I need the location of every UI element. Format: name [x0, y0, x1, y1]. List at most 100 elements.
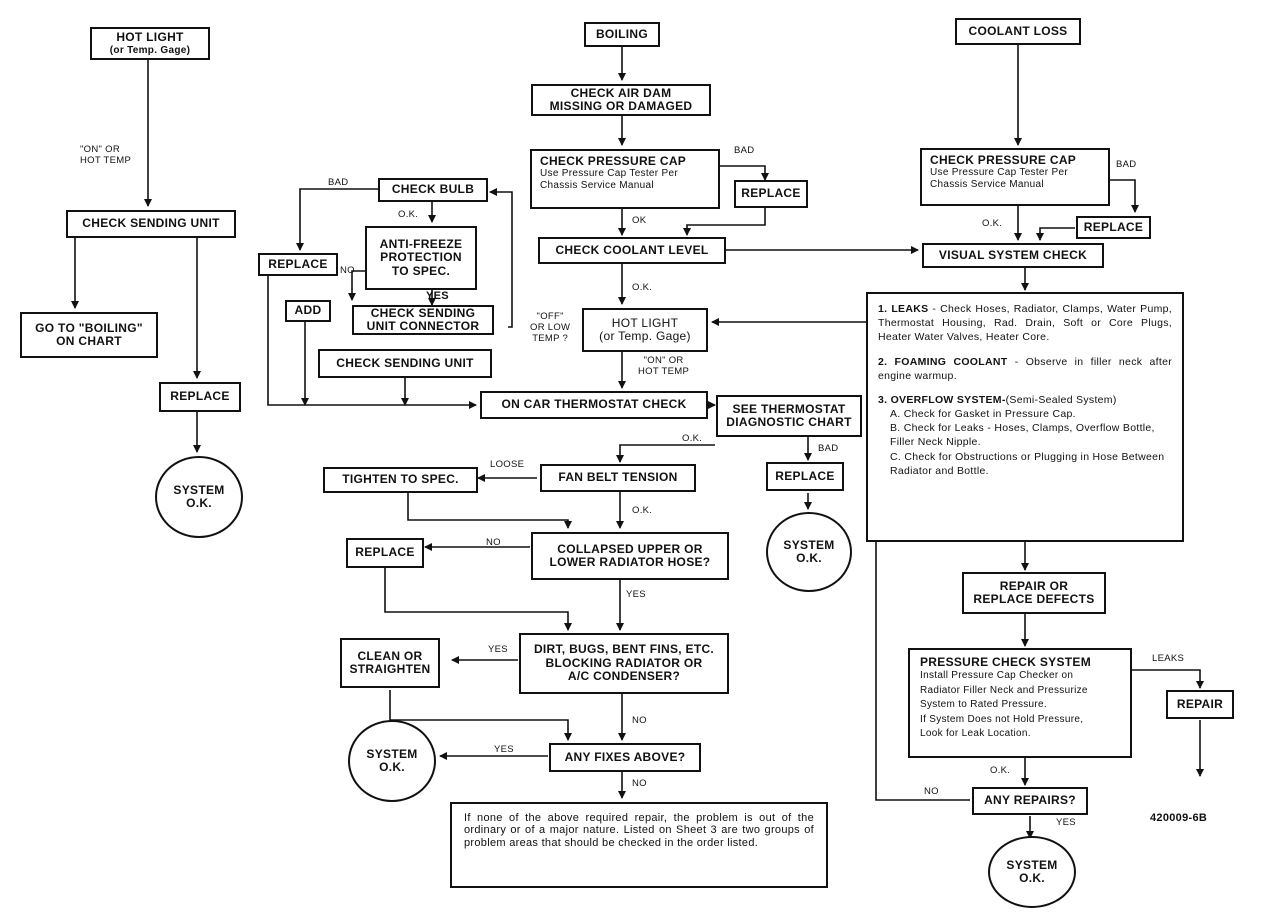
add-box: ADD [285, 300, 331, 322]
foaming-heading: 2. FOAMING COOLANT [878, 355, 1008, 368]
check-coolant-level-box: CHECK COOLANT LEVEL [538, 237, 726, 264]
boiling-box: BOILING [584, 22, 660, 47]
system-ok-label: SYSTEM O.K. [366, 746, 418, 774]
replace-sending-unit-box: REPLACE [159, 382, 241, 412]
hot-light-box: HOT LIGHT(or Temp. Gage) [90, 27, 210, 60]
bad-label: BAD [328, 177, 349, 188]
fan-belt-box: FAN BELT TENSION [540, 464, 696, 492]
air-dam-label: CHECK AIR DAM MISSING OR DAMAGED [549, 85, 693, 113]
pressure-check-sub: Install Pressure Cap Checker on Radiator… [920, 670, 1088, 740]
any-fixes-label: ANY FIXES ABOVE? [564, 749, 686, 764]
yes-label: YES [626, 589, 646, 600]
foaming-text: - Observe in filler neck after engine wa… [878, 355, 1173, 382]
bad-label: BAD [1116, 159, 1137, 170]
system-ok-circle: SYSTEM O.K. [155, 456, 243, 538]
collapsed-hose-label: COLLAPSED UPPER OR LOWER RADIATOR HOSE? [549, 541, 711, 569]
leaks-label: LEAKS [1152, 653, 1185, 664]
collapsed-hose-box: COLLAPSED UPPER OR LOWER RADIATOR HOSE? [531, 532, 729, 580]
repair-label: REPAIR [1176, 696, 1224, 711]
visual-check-label: VISUAL SYSTEM CHECK [938, 247, 1088, 262]
see-thermostat-label: SEE THERMOSTAT DIAGNOSTIC CHART [726, 401, 852, 429]
anti-freeze-label: ANTI-FREEZE PROTECTION TO SPEC. [379, 236, 463, 278]
hot-light-label: HOT LIGHT (or Temp. Gage) [599, 315, 691, 343]
loose-label: LOOSE [490, 459, 525, 470]
hot-light-sub: (or Temp. Gage) [109, 44, 191, 56]
note-text: If none of the above required repair, th… [464, 812, 814, 849]
yes-label: YES [494, 744, 514, 755]
pressure-cap-sub: Use Pressure Cap Tester Per Chassis Serv… [930, 167, 1068, 190]
no-label: NO [486, 537, 501, 548]
repair-box: REPAIR [1166, 690, 1234, 719]
boiling-label: BOILING [595, 26, 649, 41]
pressure-check-title: PRESSURE CHECK SYSTEM [920, 655, 1091, 669]
check-connector-label: CHECK SENDING UNIT CONNECTOR [366, 305, 480, 333]
thermostat-check-box: ON CAR THERMOSTAT CHECK [480, 391, 708, 419]
any-fixes-box: ANY FIXES ABOVE? [549, 743, 701, 772]
replace-bulb-box: REPLACE [258, 253, 338, 276]
replace-cap-right-box: REPLACE [1076, 216, 1151, 239]
check-sending-unit-label: CHECK SENDING UNIT [336, 355, 474, 370]
replace-label: REPLACE [1083, 219, 1144, 234]
check-sending-unit-mid-box: CHECK SENDING UNIT [318, 349, 492, 378]
overflow-item-b: B. Check for Leaks - Hoses, Clamps, Over… [890, 422, 1155, 449]
system-ok-circle: SYSTEM O.K. [988, 836, 1076, 908]
any-repairs-label: ANY REPAIRS? [984, 793, 1076, 808]
dirt-label: DIRT, BUGS, BENT FINS, ETC. BLOCKING RAD… [533, 642, 715, 684]
ok-label: OK [632, 215, 647, 226]
replace-thermostat-box: REPLACE [766, 462, 844, 491]
ok-label: O.K. [682, 433, 703, 444]
tighten-box: TIGHTEN TO SPEC. [323, 467, 478, 493]
system-ok-circle: SYSTEM O.K. [348, 720, 436, 802]
bad-label: BAD [734, 145, 755, 156]
system-ok-label: SYSTEM O.K. [1006, 857, 1058, 885]
pressure-cap-sub: Use Pressure Cap Tester Per Chassis Serv… [540, 168, 678, 191]
fan-belt-label: FAN BELT TENSION [558, 470, 678, 485]
air-dam-box: CHECK AIR DAM MISSING OR DAMAGED [531, 84, 711, 116]
clean-box: CLEAN OR STRAIGHTEN [340, 638, 440, 688]
check-bulb-label: CHECK BULB [391, 182, 475, 197]
repair-defects-label: REPAIR OR REPLACE DEFECTS [973, 578, 1095, 606]
check-coolant-level-label: CHECK COOLANT LEVEL [555, 242, 709, 257]
goto-boiling-label: GO TO "BOILING" ON CHART [35, 320, 143, 348]
no-label: NO [340, 265, 355, 276]
overflow-item-a: A. Check for Gasket in Pressure Cap. [890, 408, 1076, 421]
figure-number: 420009-6B [1150, 812, 1208, 824]
ok-label: O.K. [982, 218, 1003, 229]
overflow-paren: (Semi-Sealed System) [1005, 393, 1117, 406]
off-low-label: "OFF" OR LOW TEMP ? [530, 311, 571, 344]
coolant-loss-box: COOLANT LOSS [955, 18, 1081, 45]
ok-label: O.K. [990, 765, 1011, 776]
replace-label: REPLACE [170, 389, 230, 404]
thermostat-check-label: ON CAR THERMOSTAT CHECK [501, 397, 687, 412]
overflow-item-c: C. Check for Obstructions or Plugging in… [890, 450, 1165, 477]
yes-label: YES [426, 290, 449, 302]
add-label: ADD [294, 303, 322, 318]
pressure-cap-title: CHECK PRESSURE CAP [930, 153, 1077, 167]
dirt-box: DIRT, BUGS, BENT FINS, ETC. BLOCKING RAD… [519, 633, 729, 694]
check-connector-box: CHECK SENDING UNIT CONNECTOR [352, 305, 494, 335]
visual-check-list-box: 1. LEAKS - Check Hoses, Radiator, Clamps… [866, 292, 1184, 542]
system-ok-circle: SYSTEM O.K. [766, 512, 852, 592]
no-label: NO [632, 778, 647, 789]
ok-label: O.K. [632, 505, 653, 516]
repair-defects-box: REPAIR OR REPLACE DEFECTS [962, 572, 1106, 614]
replace-label: REPLACE [268, 256, 328, 271]
check-bulb-box: CHECK BULB [378, 178, 488, 202]
yes-label: YES [1056, 817, 1076, 828]
replace-cap-box: REPLACE [734, 180, 808, 208]
replace-label: REPLACE [741, 186, 801, 201]
check-sending-unit-box: CHECK SENDING UNIT [66, 210, 236, 238]
no-label: NO [924, 786, 939, 797]
replace-label: REPLACE [355, 545, 415, 560]
anti-freeze-box: ANTI-FREEZE PROTECTION TO SPEC. [365, 226, 477, 290]
no-label: NO [632, 715, 647, 726]
leaks-text: - Check Hoses, Radiator, Clamps, Water P… [878, 303, 1172, 344]
coolant-loss-label: COOLANT LOSS [968, 23, 1068, 38]
bad-label: BAD [818, 443, 839, 454]
tighten-label: TIGHTEN TO SPEC. [342, 472, 459, 487]
